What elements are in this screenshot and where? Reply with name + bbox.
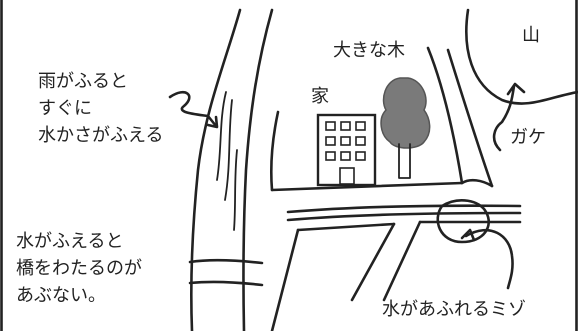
road-edge — [286, 204, 522, 214]
rain-note-line: すぐに — [38, 98, 92, 119]
river-ripple — [233, 149, 238, 231]
building-window — [340, 121, 351, 131]
house-building-icon — [316, 113, 377, 187]
road-edge — [286, 211, 522, 222]
rain-note-line: 水かさがふえる — [38, 125, 164, 146]
building-window — [325, 136, 336, 146]
ditch-callout-arrowhead — [460, 228, 476, 242]
road-edge — [269, 110, 280, 192]
road-icon — [269, 46, 522, 331]
road-edge — [446, 48, 494, 188]
road-edge — [296, 222, 396, 232]
bridge-rail-top — [188, 258, 264, 265]
road-edge — [382, 220, 422, 302]
road-edge — [350, 222, 396, 302]
building-window — [325, 121, 336, 131]
road-edge — [270, 228, 300, 331]
road-edge — [270, 181, 464, 192]
cliff-label: ガケ — [510, 127, 546, 148]
rain-callout-arrowhead — [206, 115, 219, 129]
river-ripple — [216, 91, 227, 181]
building-window — [340, 136, 351, 146]
river-ripple — [224, 99, 233, 201]
bridge-note-line: 橋をわたるのが — [16, 258, 142, 279]
building-window — [355, 151, 366, 161]
cliff-arrow-shaft — [492, 84, 516, 152]
bridge-icon — [188, 258, 264, 287]
bridge-note: 水がふえると 橋をわたるのが あぶない。 — [16, 228, 142, 309]
tree-trunk — [398, 143, 411, 179]
rain-note: 雨がふると すぐに 水かさがふえる — [38, 68, 163, 149]
building-window — [325, 151, 336, 161]
bridge-note-line: あぶない。 — [16, 285, 106, 306]
building-door — [339, 167, 355, 185]
road-edge — [426, 46, 464, 185]
ditch-circle — [436, 199, 491, 244]
tree-crown — [380, 77, 431, 149]
building-window — [355, 136, 366, 146]
ditch-callout-line — [464, 228, 514, 290]
rain-note-line: 雨がふると — [38, 71, 128, 92]
bridge-rail-bottom — [188, 280, 264, 287]
ditch-label: 水があふれるミゾ — [382, 299, 526, 320]
mountain-ridge — [465, 8, 578, 105]
building-window — [340, 151, 351, 161]
big-tree-label: 大きな木 — [333, 40, 405, 61]
road-edge — [460, 178, 494, 188]
cliff-arrow-icon — [492, 82, 526, 152]
ditch-circle-icon — [436, 199, 514, 290]
mountain-outline-icon — [465, 8, 578, 105]
cliff-arrowhead — [506, 82, 526, 96]
bridge-note-line: 水がふえると — [16, 231, 124, 252]
rain-callout-arrow — [168, 91, 218, 128]
mountain-label: 山 — [522, 25, 540, 46]
house-label: 家 — [311, 86, 329, 107]
big-tree-icon — [380, 77, 431, 179]
building-window — [355, 121, 366, 131]
